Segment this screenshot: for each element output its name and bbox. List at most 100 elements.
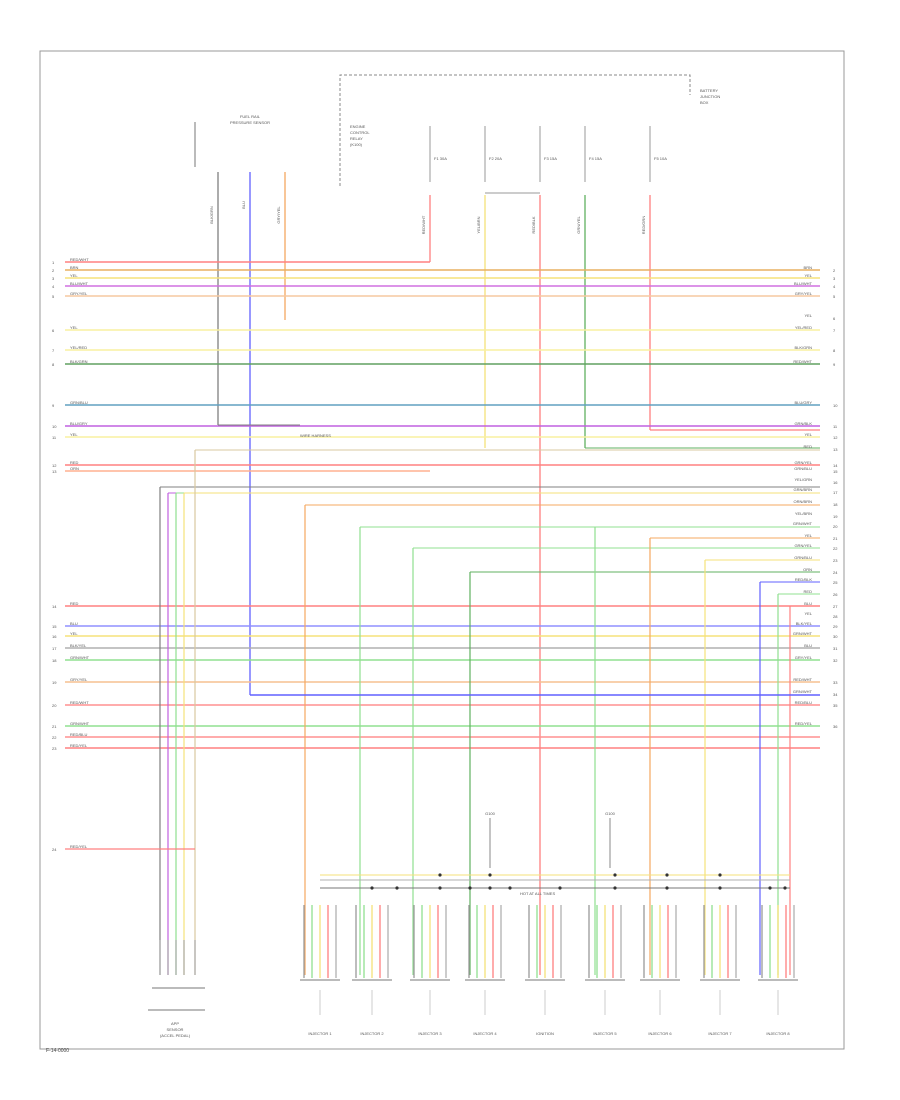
injector-label: INJECTOR 7 [708, 1031, 732, 1036]
right-wire-label: RED [804, 589, 813, 594]
right-wire-label: YEL/GRN [794, 477, 812, 482]
right-wire-number: 25 [833, 580, 838, 585]
injector-label: INJECTOR 4 [473, 1031, 497, 1036]
splice-point [508, 886, 512, 890]
splice-point [718, 886, 722, 890]
splice-point [438, 873, 442, 877]
right-wire-number: 16 [833, 480, 838, 485]
injector-label: INJECTOR 8 [766, 1031, 790, 1036]
splice-point [438, 886, 442, 890]
bus-wire-label: BLK/GRN [70, 359, 88, 364]
relay-block-label: CONTROL [350, 130, 370, 135]
splice-point [768, 886, 772, 890]
right-wire-label: ORN [803, 567, 812, 572]
bus-wire-label: GRY/YEL [70, 677, 88, 682]
right-wire-number: 30 [833, 634, 838, 639]
right-wire-label: GRN/YEL [794, 460, 812, 465]
right-wire-label: RED/BLU [795, 700, 812, 705]
right-wire-label: BLU [804, 643, 812, 648]
bus-wire-label: RED/WHT [70, 257, 89, 262]
right-wire-number: 6 [833, 316, 836, 321]
right-wire-number: 20 [833, 524, 838, 529]
right-wire-number: 4 [833, 284, 836, 289]
injector-label: INJECTOR 1 [308, 1031, 332, 1036]
wire-number: 7 [52, 348, 55, 353]
bus-wire-label: BLU/WHT [70, 281, 89, 286]
wire-number: 1 [52, 260, 55, 265]
wire-number: 22 [52, 735, 57, 740]
right-wire-number: 26 [833, 592, 838, 597]
bus-wire-label: YEL [70, 432, 78, 437]
right-wire-number: 33 [833, 680, 838, 685]
wire-number: 20 [52, 703, 57, 708]
right-wire-number: 15 [833, 469, 838, 474]
splice-point [558, 886, 562, 890]
wire-number: 6 [52, 328, 55, 333]
right-wire-label: GRY/YEL [795, 655, 813, 660]
footer-code: F-14-0000 [46, 1048, 69, 1054]
right-wire-label: GRN/YEL [794, 543, 812, 548]
wire-number: 12 [52, 463, 57, 468]
ground-label: G100 [485, 811, 496, 816]
splice-point [665, 886, 669, 890]
bus-wire-label: YEL [70, 631, 78, 636]
relay-block-outline [339, 74, 691, 186]
right-wire-label: ORN/BRN [794, 499, 813, 504]
bus-wire-label: YEL/RED [70, 345, 87, 350]
wire-number: 17 [52, 646, 57, 651]
relay-block-label: RELAY [350, 136, 363, 141]
right-wire-label: YEL/RED [795, 325, 812, 330]
sensor-label: SENSOR [167, 1027, 184, 1032]
right-wire-number: 2 [833, 268, 836, 273]
right-wire-label: YEL/BRN [795, 511, 812, 516]
right-wire-number: 8 [833, 348, 836, 353]
right-wire-label: YEL [804, 611, 812, 616]
right-wire-number: 29 [833, 624, 838, 629]
right-wire-label: GRN/BLU [794, 555, 812, 560]
wire-layer [65, 172, 820, 978]
right-wire-label: GRN/BRN [794, 487, 813, 492]
wire-number: 24 [52, 847, 57, 852]
right-wire-number: 32 [833, 658, 838, 663]
bus-wire-label: RED/YEL [70, 743, 88, 748]
vertical-wire-label: GRN/YEL [576, 215, 581, 233]
bus-wire-label: BLK/YEL [70, 643, 87, 648]
right-wire-label: GRY/YEL [795, 291, 813, 296]
pressure-sensor-label: FUEL RAIL [240, 114, 261, 119]
splice-point [488, 886, 492, 890]
vertical-wire-label: BLU [241, 201, 246, 209]
right-wire-label: BLU/GRY [795, 400, 813, 405]
vertical-wire-label: GRY/YEL [276, 206, 281, 224]
right-wire-label: BLU [804, 601, 812, 606]
right-wire-number: 34 [833, 692, 838, 697]
vertical-wire-label: RED/BLK [531, 216, 536, 233]
right-wire-number: 14 [833, 463, 838, 468]
battery-block-label: BOX [700, 100, 709, 105]
right-wire-number: 22 [833, 546, 838, 551]
bus-wire-label: GRN/BLU [70, 400, 88, 405]
battery-block-label: BATTERY [700, 88, 718, 93]
wire-number: 14 [52, 604, 57, 609]
bus-wire-label: RED [70, 460, 79, 465]
wire-number: 23 [52, 746, 57, 751]
sensor-label: APP [171, 1021, 179, 1026]
right-wire-number: 27 [833, 604, 838, 609]
right-wire-number: 19 [833, 514, 838, 519]
right-wire-number: 18 [833, 502, 838, 507]
wire-number: 15 [52, 624, 57, 629]
right-wire-number: 10 [833, 403, 838, 408]
vertical-wire-label: RED/WHT [421, 215, 426, 234]
splice-point [370, 886, 374, 890]
right-wire-number: 3 [833, 276, 836, 281]
relay-block-label: (K100) [350, 142, 363, 147]
bus-wire-label: YEL [70, 273, 78, 278]
wire-number: 13 [52, 469, 57, 474]
bus-wire-label: GRY/YEL [70, 291, 88, 296]
wire-number: 3 [52, 276, 55, 281]
wire-number: 11 [52, 435, 57, 440]
pressure-sensor-label: PRESSURE SENSOR [230, 120, 270, 125]
wire-number: 21 [52, 724, 57, 729]
splice-point [488, 873, 492, 877]
right-wire-number: 13 [833, 447, 838, 452]
